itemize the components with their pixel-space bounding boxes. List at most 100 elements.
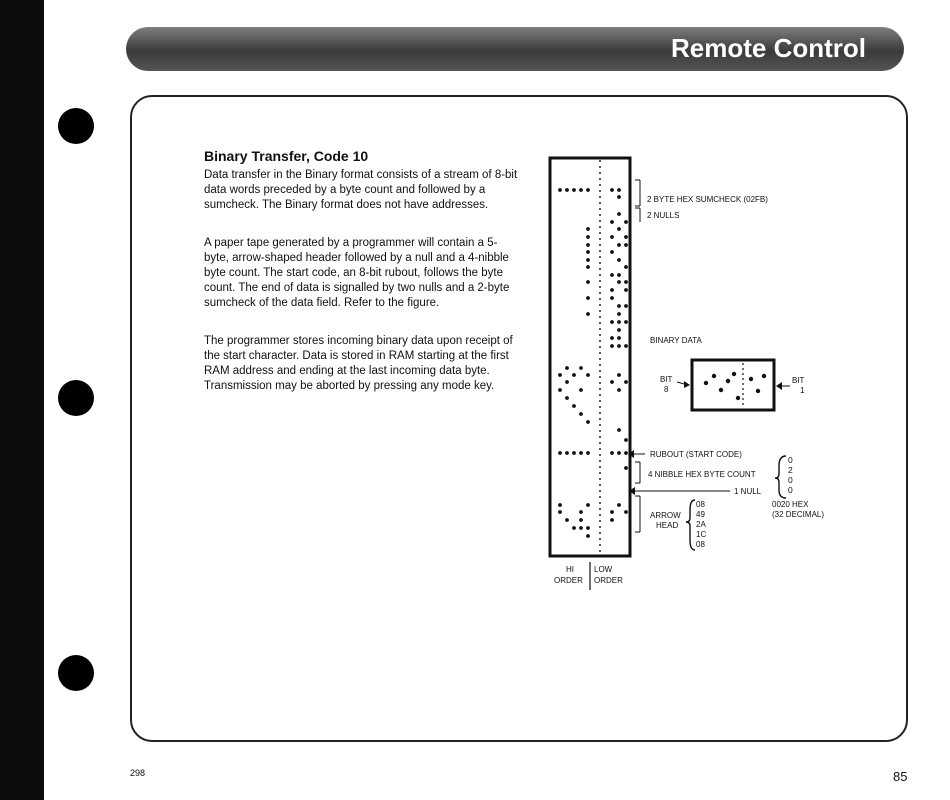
tape-hole (558, 188, 562, 192)
tape-hole (610, 518, 614, 522)
tape-hole (586, 526, 590, 530)
tape-hole (565, 188, 569, 192)
tape-hole (586, 243, 590, 247)
tape-hole (617, 373, 621, 377)
arrow-head-brace (685, 499, 696, 551)
arrow-code: 08 (696, 500, 705, 509)
tape-hole (572, 451, 576, 455)
rubout-label: RUBOUT (START CODE) (650, 450, 742, 459)
tape-hole (610, 336, 614, 340)
low-label: LOW (594, 565, 613, 574)
paper-tape (548, 156, 632, 558)
tape-hole (579, 388, 583, 392)
decimal-value: (32 DECIMAL) (772, 510, 824, 519)
tape-hole (617, 258, 621, 262)
tape-hole (617, 195, 621, 199)
tape-hole (617, 304, 621, 308)
paragraph-1: Data transfer in the Binary format consi… (204, 169, 518, 211)
tape-hole (610, 510, 614, 514)
hi-order-label: ORDER (554, 576, 583, 585)
tape-hole (610, 320, 614, 324)
left-page-number: 298 (130, 768, 146, 778)
paragraph-2: A paper tape generated by a programmer w… (204, 237, 510, 309)
bit1-number: 1 (800, 386, 805, 395)
tape-hole (610, 273, 614, 277)
tape-hole (572, 404, 576, 408)
bit8-number: 8 (664, 385, 669, 394)
tape-hole (586, 503, 590, 507)
tape-hole (617, 344, 621, 348)
null-label: 1 NULL (734, 487, 762, 496)
header-bar: Remote Control (126, 27, 904, 71)
tape-hole (624, 280, 628, 284)
tape-hole (617, 212, 621, 216)
tape-hole (610, 296, 614, 300)
tape-hole (558, 388, 562, 392)
punch-hole (58, 655, 94, 691)
hex-value: 0020 HEX (772, 500, 809, 509)
tape-hole (617, 336, 621, 340)
tape-hole (586, 250, 590, 254)
tape-hole (624, 288, 628, 292)
tape-hole (558, 503, 562, 507)
enlarged-byte (690, 358, 776, 412)
tape-hole (761, 373, 767, 379)
tape-hole (579, 510, 583, 514)
tape-hole (624, 451, 628, 455)
hi-label: HI (566, 565, 574, 574)
tape-hole (617, 227, 621, 231)
tape-hole (579, 366, 583, 370)
punch-hole (58, 380, 94, 416)
tape-hole (610, 250, 614, 254)
tape-hole (755, 388, 761, 394)
tape-hole (610, 188, 614, 192)
tape-hole (617, 312, 621, 316)
tape-hole (579, 526, 583, 530)
tape-hole (586, 451, 590, 455)
tape-hole (586, 280, 590, 284)
tape-hole (610, 344, 614, 348)
tape-hole (579, 412, 583, 416)
tape-hole (565, 451, 569, 455)
tape-hole (586, 258, 590, 262)
tape-hole (565, 396, 569, 400)
tape-hole (572, 526, 576, 530)
right-page-number: 85 (893, 769, 908, 784)
tape-hole (711, 373, 717, 379)
tape-hole (617, 243, 621, 247)
tape-hole (579, 451, 583, 455)
tape-hole (586, 227, 590, 231)
tape-hole (748, 376, 754, 382)
tape-hole (735, 395, 741, 401)
page-title: Remote Control (671, 33, 866, 63)
tape-hole (565, 380, 569, 384)
arrow-label: ARROW (650, 511, 681, 520)
tape-hole (558, 451, 562, 455)
section-title: Binary Transfer, Code 10 (204, 148, 369, 164)
tape-hole (617, 320, 621, 324)
tape-hole (558, 510, 562, 514)
tape-hole (586, 312, 590, 316)
tape-hole (617, 328, 621, 332)
arrow-code: 1C (696, 530, 706, 539)
byte-count-label: 4 NIBBLE HEX BYTE COUNT (648, 470, 756, 479)
binary-data-label: BINARY DATA (650, 336, 703, 345)
tape-hole (617, 273, 621, 277)
tape-hole (579, 518, 583, 522)
tape-hole (586, 373, 590, 377)
nulls-label: 2 NULLS (647, 211, 679, 220)
tape-hole (586, 534, 590, 538)
tape-hole (565, 366, 569, 370)
tape-hole (617, 451, 621, 455)
enlarged-byte-holes (703, 371, 767, 401)
tape-hole (624, 243, 628, 247)
count-digit: 0 (788, 475, 793, 485)
tape-hole (624, 466, 628, 470)
tape-hole (725, 378, 731, 384)
tape-hole (586, 235, 590, 239)
tape-hole (558, 373, 562, 377)
count-digit: 0 (788, 485, 793, 495)
arrow-code: 2A (696, 520, 706, 529)
tape-hole (624, 320, 628, 324)
tape-hole (624, 220, 628, 224)
